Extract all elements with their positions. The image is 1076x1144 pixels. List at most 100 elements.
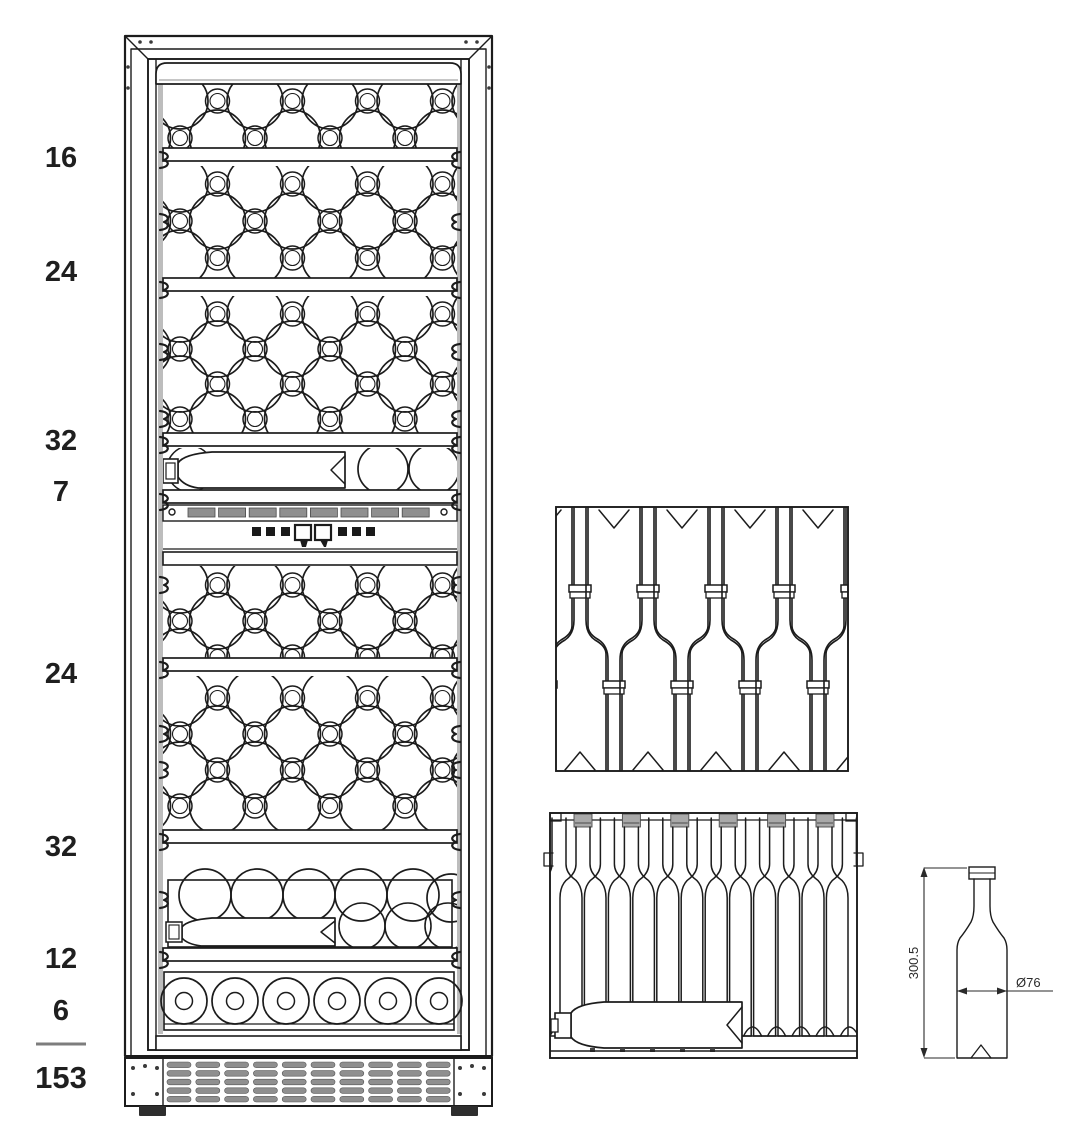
rail-end-mark — [168, 508, 176, 516]
bottle-circle — [279, 644, 306, 658]
bottle-circle — [301, 676, 359, 727]
zone-divider-rail — [162, 504, 458, 522]
bottle-neck-ring — [473, 614, 488, 629]
bottle-rack-section-3 — [163, 296, 457, 433]
miter-right — [468, 35, 493, 60]
bottle-circle — [263, 777, 322, 830]
bottle-circle — [451, 166, 457, 202]
bottle-up-left — [619, 507, 641, 771]
bottle-neck-ring — [246, 612, 264, 630]
inner-wall — [130, 48, 487, 1057]
bottle-neck-ring — [284, 761, 301, 779]
lying-bottle-punt — [330, 455, 346, 485]
bottle-circle — [338, 902, 386, 948]
vent-slat — [310, 1087, 336, 1094]
bottle-circle — [204, 572, 231, 598]
shelf-mount-hooks — [158, 150, 462, 970]
rail-slat — [248, 507, 277, 518]
basket-outline — [167, 879, 453, 948]
bottle-circle — [263, 592, 322, 650]
bottle-circle — [242, 125, 268, 148]
bottle-down-right — [757, 507, 779, 771]
bottle-circle — [167, 793, 193, 819]
vent-slat — [368, 1061, 393, 1068]
bottle-neck-ring — [284, 305, 301, 323]
bottle-circle — [338, 109, 397, 148]
bottle-punt — [970, 1044, 992, 1059]
capsule-band — [556, 680, 558, 689]
bottle-circle — [429, 371, 456, 397]
bottle-circle — [376, 296, 434, 343]
bottle-punt-ring — [429, 991, 449, 1011]
right-hook — [451, 409, 462, 429]
upright-bottle-right — [710, 817, 728, 1037]
bottle-neck-ring — [171, 410, 189, 428]
bottle-neck-ring — [246, 797, 264, 815]
upright-bottle-right — [855, 817, 857, 871]
capsule-band — [670, 680, 694, 689]
bottle-circle — [131, 686, 155, 710]
left-hook — [158, 832, 169, 852]
right-hook — [451, 492, 462, 512]
punt-chevron — [598, 509, 630, 529]
bottle-circle — [354, 572, 381, 598]
bottle-circle — [338, 705, 397, 763]
bottle-circle — [338, 320, 397, 378]
capsule-band — [636, 584, 660, 593]
bottle-circle — [317, 406, 343, 432]
bottle-circle — [376, 628, 434, 658]
capsule-band — [556, 687, 557, 695]
capacity-label-shelf-7: 12 — [45, 943, 77, 975]
vent-slat — [310, 1078, 336, 1086]
bottle-neck-ring — [171, 725, 189, 743]
bottle-punt-ring — [225, 991, 245, 1011]
vent-slat — [368, 1070, 393, 1077]
bottle-up-right — [860, 505, 880, 775]
capsule-band — [738, 680, 762, 689]
bottle-circle — [230, 868, 284, 922]
capsule-band — [739, 687, 761, 695]
vent-slat — [339, 1096, 365, 1103]
outer-wall — [123, 34, 494, 1058]
corner-tab — [845, 812, 858, 822]
door-top-bar — [155, 62, 462, 85]
rail-slat — [187, 507, 216, 518]
vent-slat — [224, 1096, 249, 1103]
shelf-tick — [710, 1048, 715, 1052]
vent-slat — [195, 1070, 221, 1077]
bottle-bottom — [160, 977, 208, 1025]
upright-bottle-left — [583, 817, 602, 1037]
vent-slat — [397, 1096, 422, 1103]
bottle-circle — [338, 192, 397, 250]
bottle-circle — [413, 777, 457, 830]
bottle-circle — [226, 296, 284, 343]
upright-bottle-left — [656, 826, 674, 1037]
vent-slat — [310, 1096, 336, 1103]
bottle-right-side — [989, 878, 1008, 1059]
arrow-up — [920, 867, 928, 877]
upright-bottle-right — [613, 817, 632, 1037]
bottle-circle — [188, 592, 247, 650]
bottle-circle — [226, 166, 284, 213]
vent-slat — [253, 1078, 278, 1086]
vent-slat — [425, 1070, 451, 1077]
vent-slat — [339, 1087, 365, 1094]
punt-chevron — [666, 509, 698, 529]
capacity-label-shelf-4: 7 — [53, 476, 69, 508]
bottle-circle — [131, 758, 155, 782]
bottle-up-left — [687, 507, 709, 771]
screw-dot — [149, 40, 153, 44]
bottle-neck-ring — [396, 212, 414, 230]
left-hook — [158, 435, 169, 455]
bottle-circle — [188, 192, 247, 250]
bottle-neck-ring — [396, 340, 414, 358]
bottle-circle — [429, 685, 456, 711]
control-button — [352, 527, 361, 536]
bottle-circle — [204, 685, 231, 711]
screw-dot — [482, 1092, 486, 1096]
bottle-circle — [451, 366, 457, 402]
capacity-label-shelf-5: 24 — [45, 658, 77, 690]
bottle-neck-ring — [396, 129, 414, 147]
vent-slat — [166, 1070, 192, 1077]
screw-dot — [131, 1066, 135, 1070]
